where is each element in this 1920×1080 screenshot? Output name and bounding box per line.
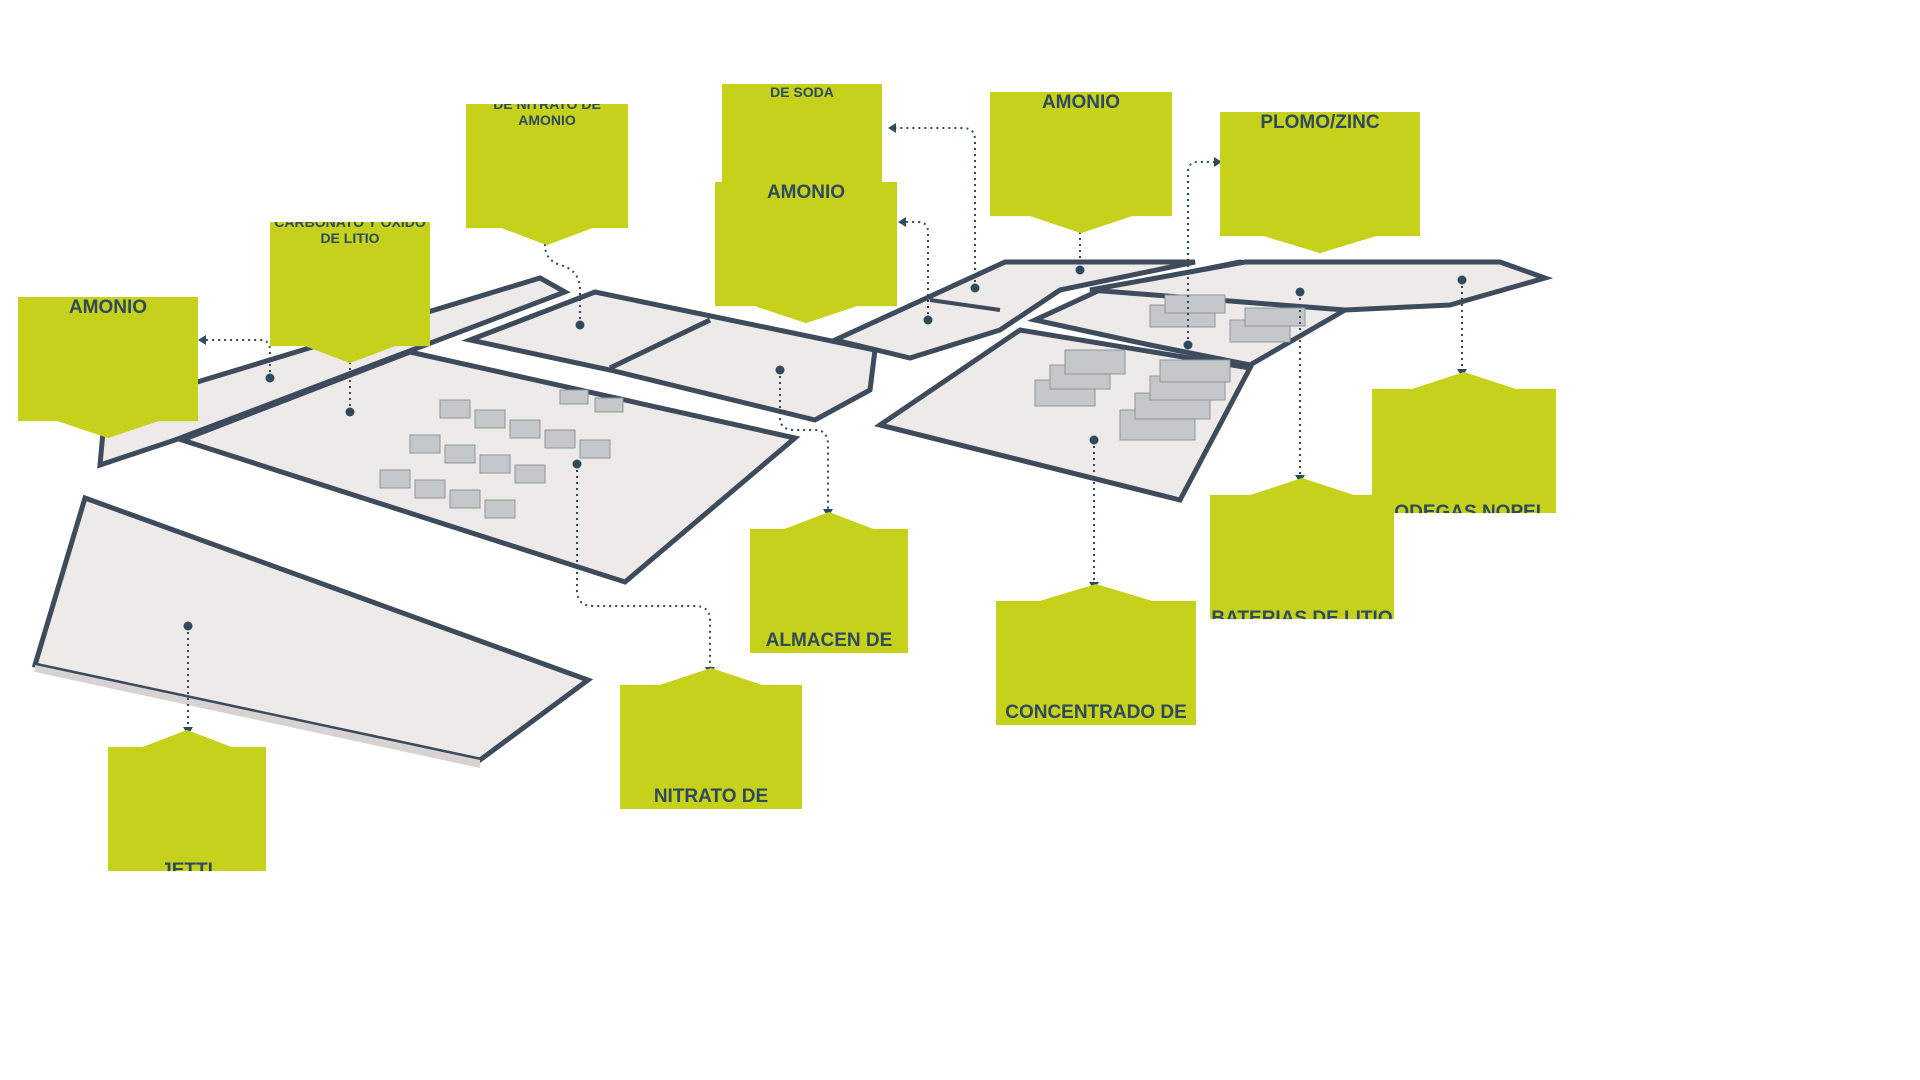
connector-nitrato-mid bbox=[902, 221, 929, 320]
jetti-wall-shadow bbox=[35, 665, 480, 768]
marker-dot bbox=[1457, 275, 1467, 285]
warehouses bbox=[379, 294, 1306, 519]
label-almacen-cal: ALMACEN DE CAL bbox=[750, 512, 908, 654]
connector-plomo bbox=[1187, 161, 1218, 345]
label-nitrato-mid: NITRATO DE AMONIO bbox=[715, 182, 897, 324]
marker-dot bbox=[183, 621, 193, 631]
warehouse bbox=[379, 469, 411, 489]
warehouse bbox=[509, 419, 541, 439]
lot-planta-divider bbox=[608, 317, 712, 371]
marker-dot bbox=[1075, 265, 1085, 275]
arrowhead bbox=[1214, 157, 1222, 167]
warehouse bbox=[439, 399, 471, 419]
warehouse bbox=[1164, 294, 1226, 314]
connector-nitrato-left bbox=[202, 339, 271, 378]
marker-dot bbox=[1295, 287, 1305, 297]
lot-ceniza-divider bbox=[929, 298, 1001, 312]
label-baterias-litio: BATERIAS DE LITIO bbox=[1210, 478, 1394, 620]
warehouse bbox=[444, 444, 476, 464]
arrowhead bbox=[888, 123, 896, 133]
warehouse bbox=[409, 434, 441, 454]
label-almacen-litio: ALMACEN CARBONATO Y OXIDO DE LITIO bbox=[270, 222, 430, 364]
warehouse bbox=[449, 489, 481, 509]
connector-ceniza bbox=[892, 127, 976, 288]
lot-cobre bbox=[873, 327, 1254, 503]
warehouse bbox=[594, 397, 624, 413]
marker-dot bbox=[923, 315, 933, 325]
marker-dot bbox=[1183, 340, 1193, 350]
label-planta-emulsion: PLANTA DE EMULSIÓN DE NITRATO DE AMONIO bbox=[466, 104, 628, 246]
marker-dot bbox=[970, 283, 980, 293]
label-nitrato-top: NITRATO DE AMONIO bbox=[990, 92, 1172, 234]
warehouse bbox=[1064, 349, 1126, 375]
label-nitrato-bottom: NITRATO DE AMONIO bbox=[620, 668, 802, 810]
warehouse bbox=[544, 429, 576, 449]
warehouse bbox=[579, 439, 611, 459]
marker-dot bbox=[265, 373, 275, 383]
lot-planta bbox=[461, 289, 878, 423]
warehouse bbox=[479, 454, 511, 474]
connector-nitrato-bottom bbox=[576, 464, 711, 670]
arrowhead bbox=[198, 335, 206, 345]
warehouse bbox=[514, 464, 546, 484]
marker-dot bbox=[1089, 435, 1099, 445]
warehouse bbox=[1159, 359, 1231, 383]
marker-dots bbox=[183, 265, 1467, 631]
warehouse bbox=[1244, 307, 1306, 327]
warehouse bbox=[474, 409, 506, 429]
connector-cal bbox=[779, 370, 829, 512]
label-nitrato-left: NITRATO DE AMONIO bbox=[18, 297, 198, 439]
marker-dot bbox=[775, 365, 785, 375]
marker-dot bbox=[572, 459, 582, 469]
label-concentrado-plomo: CONCENTRADO DE PLOMO/ZINC bbox=[1220, 112, 1420, 254]
label-bodegas-nopel: BODEGAS NOPEL bbox=[1372, 372, 1556, 514]
label-concentrado-cobre: CONCENTRADO DE COBRE bbox=[996, 584, 1196, 726]
warehouse bbox=[414, 479, 446, 499]
lot-ceniza bbox=[827, 259, 1196, 361]
warehouse bbox=[484, 499, 516, 519]
arrowhead bbox=[898, 217, 906, 227]
marker-dot bbox=[575, 320, 585, 330]
marker-dot bbox=[345, 407, 355, 417]
warehouse bbox=[559, 389, 589, 405]
label-jetti: JETTI bbox=[108, 730, 266, 872]
connector-planta bbox=[544, 212, 581, 325]
site-map bbox=[31, 123, 1554, 768]
